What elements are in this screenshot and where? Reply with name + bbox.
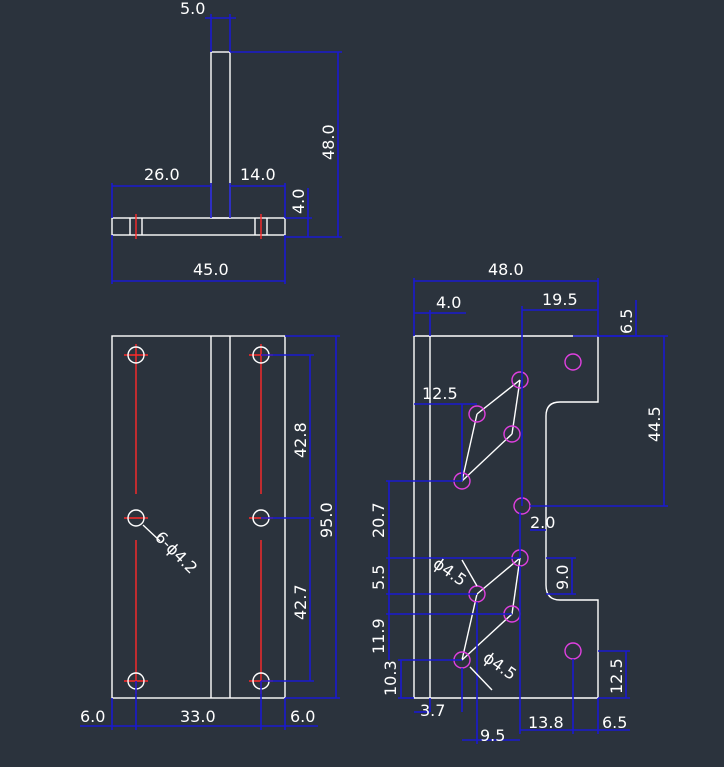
dim-side-left-small: 3.7 [420,701,445,720]
dim-total-width: 45.0 [193,260,229,279]
dim-side-bottom-right: 12.5 [607,658,626,694]
dim-side-step-a: 5.5 [369,565,388,590]
dim-right-edge: 6.0 [290,707,315,726]
dim-lower-spacing: 42.7 [291,584,310,620]
dim-side-pitch: 12.5 [422,384,458,403]
dim-upper-spacing: 42.8 [291,422,310,458]
hole [503,425,521,443]
dim-total-length: 95.0 [317,502,336,538]
front-view-holes [127,346,270,690]
dim-stem-width: 5.0 [180,0,205,18]
dim-side-flange: 4.0 [436,293,461,312]
hole-callout-side-2: ϕ4.5 [480,648,520,684]
side-view-outline [413,335,599,699]
top-view-outline [111,51,286,239]
dim-side-slot-gap: 2.0 [530,513,555,532]
side-view-dimensions [386,278,668,744]
hole [564,353,582,371]
front-view-dimensions [80,335,340,730]
hole [468,405,486,423]
dim-side-step-c: 10.3 [381,660,400,696]
dim-side-total-width: 48.0 [488,260,524,279]
front-view: 42.8 95.0 42.7 6-ϕ4.2 6.0 33.0 6.0 [80,335,340,730]
front-view-outline [111,335,286,699]
dim-side-slot-depth: 9.0 [553,565,572,590]
dim-side-vertical-spacing: 20.7 [369,502,388,538]
hole [127,509,145,527]
dim-side-hole-offset: 19.5 [542,290,578,309]
dim-flange-thickness: 4.0 [289,189,308,214]
dim-side-top-offset: 6.5 [617,309,636,334]
dim-height: 48.0 [319,124,338,160]
side-view: 48.0 4.0 19.5 6.5 44.5 12.5 20.7 2.0 ϕ4.… [369,260,668,745]
side-view-links [461,379,521,661]
dim-side-bottom-mid: 9.5 [480,726,505,745]
front-view-centerlines [124,344,273,694]
hole-callout-front: 6-ϕ4.2 [151,527,201,577]
dim-left-length: 26.0 [144,165,180,184]
top-view: 5.0 48.0 26.0 14.0 4.0 45.0 [111,0,342,284]
dim-side-step-b: 11.9 [369,618,388,654]
dim-right-length: 14.0 [240,165,276,184]
dim-side-bottom-span: 13.8 [528,713,564,732]
hole-callout-side-1: ϕ4.5 [430,554,470,590]
dim-side-slot-length: 44.5 [645,406,664,442]
hole [127,346,145,364]
dim-center-span: 33.0 [180,707,216,726]
hole [564,642,582,660]
dim-left-edge: 6.0 [80,707,105,726]
top-view-dimensions [111,14,342,284]
hole [511,371,529,389]
dim-side-bottom-edge: 6.5 [602,713,627,732]
